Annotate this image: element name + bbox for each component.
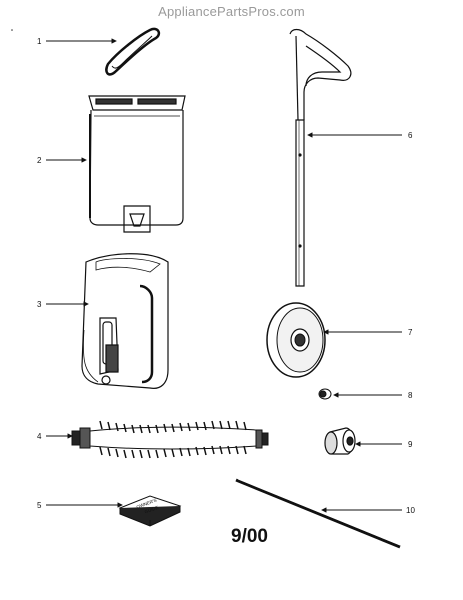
- speck: [11, 29, 13, 31]
- belt-icon: [105, 27, 161, 76]
- dirt-cup-icon: [88, 95, 186, 233]
- part-number-2: 2: [37, 156, 42, 165]
- part-number-10: 10: [406, 506, 415, 515]
- part-numbers: 1 2 3 4 5 6 7 8 9 10: [37, 37, 415, 515]
- rod-icon: [235, 478, 401, 549]
- part-number-3: 3: [37, 300, 42, 309]
- brushroll-icon: [71, 420, 269, 459]
- owners-guide-icon: OWNER'S GUIDE: [118, 495, 182, 527]
- filter-housing-icon: [81, 253, 169, 389]
- watermark: AppliancePartsPros.com: [158, 4, 305, 19]
- part-number-4: 4: [37, 432, 42, 441]
- handle-icon: [289, 28, 352, 287]
- part-number-1: 1: [37, 37, 42, 46]
- small-bushing-icon: [318, 388, 332, 400]
- part-number-9: 9: [408, 440, 413, 449]
- bearing-icon: [324, 427, 356, 455]
- guide-text-line-2: GUIDE: [144, 505, 159, 515]
- wheel-icon: [266, 302, 326, 378]
- guide-text-line-1: OWNER'S: [136, 498, 158, 510]
- part-number-5: 5: [37, 501, 42, 510]
- part-number-8: 8: [408, 391, 413, 400]
- part-number-7: 7: [408, 328, 413, 337]
- leader-lines: [46, 38, 402, 513]
- part-number-6: 6: [408, 131, 413, 140]
- date-code: 9/00: [231, 526, 268, 547]
